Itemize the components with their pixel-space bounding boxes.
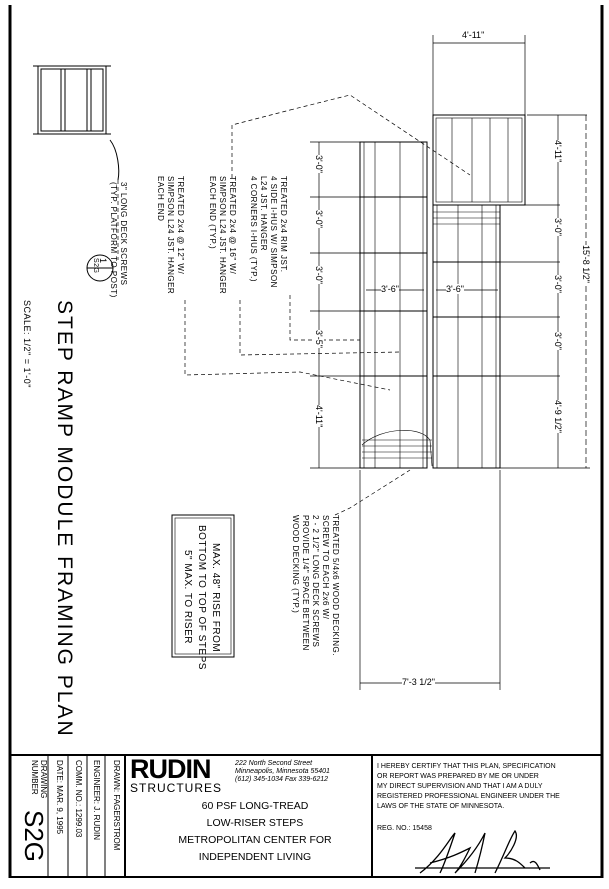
plan-left-column bbox=[359, 141, 428, 469]
note-line: TREATED 2x4 @ 12" W/ bbox=[176, 176, 185, 275]
note-line: BOTTOM TO TOP OF STEPS bbox=[196, 525, 207, 670]
certification-line: OR REPORT WAS PREPARED BY ME OR UNDER bbox=[377, 773, 539, 780]
platform-detail bbox=[33, 65, 120, 181]
dim-left: 4'-11" bbox=[314, 405, 324, 428]
dim-left: 3'-0" bbox=[314, 266, 324, 284]
drawing-number-cell: DRAWING NUMBER S2G bbox=[12, 756, 49, 877]
dim-middle: 3'-6" bbox=[381, 284, 399, 294]
certification-line: REGISTERED PROFESSIONAL ENGINEER UNDER T… bbox=[377, 793, 560, 800]
engineer-certification: I HEREBY CERTIFY THAT THIS PLAN, SPECIFI… bbox=[377, 762, 560, 812]
note-line: 4 SIDE I-HUS W/ SIMPSON bbox=[269, 176, 278, 288]
note-line: MAX. 48" RISE FROM bbox=[210, 542, 221, 653]
dim-left: 3'-5" bbox=[314, 330, 324, 348]
dim-right: 3'-0" bbox=[553, 218, 563, 236]
address-line: 222 North Second Street bbox=[235, 760, 313, 767]
note-max-rise: MAX. 48" RISE FROM BOTTOM TO TOP OF STEP… bbox=[180, 525, 222, 670]
drawing-number-label: DRAWING NUMBER bbox=[30, 760, 48, 799]
dim-right: 4'-11" bbox=[553, 140, 563, 163]
address-line: Minneapolis, Minnesota 55401 bbox=[235, 768, 330, 775]
decking-arc bbox=[361, 430, 433, 467]
dim-right: 4'-9 1/2" bbox=[553, 400, 563, 433]
dim-left: 3'-0" bbox=[314, 155, 324, 173]
dim-bottom: 7'-3 1/2" bbox=[402, 677, 435, 687]
project-line: METROPOLITAN CENTER FOR bbox=[178, 834, 332, 846]
dim-overall: 15'-8 1/2" bbox=[581, 245, 591, 283]
max-rise-note-box bbox=[171, 514, 235, 658]
registration-number: REG. NO.: 15458 bbox=[377, 825, 432, 832]
note-joist-12: TREATED 2x4 @ 12" W/ SIMPSON L24 JST. HA… bbox=[155, 176, 185, 294]
detail-callout-sheet: S2G bbox=[92, 258, 99, 274]
project-line: LOW-RISER STEPS bbox=[206, 817, 304, 829]
certification-line: MY DIRECT SUPERVISION AND THAT I AM A DU… bbox=[377, 783, 543, 790]
drawing-scale: SCALE: 1/2" = 1'-0" bbox=[22, 300, 32, 388]
dim-top: 4'-11" bbox=[462, 30, 485, 40]
note-rim-joist: TREATED 2x4 RIM JST. 4 SIDE I-HUS W/ SIM… bbox=[248, 176, 288, 288]
note-line: (TYP. PLATFORM TO POST) bbox=[109, 182, 118, 298]
comm-no-cell: COMM. NO.: 1299.03 bbox=[74, 760, 83, 838]
dimension-lines bbox=[310, 35, 590, 690]
engineer-cell: ENGINEER: J. RUDIN bbox=[92, 760, 101, 841]
note-line: 5" MAX. TO RISER bbox=[182, 550, 193, 645]
detail-callout-number: 1 bbox=[98, 258, 108, 264]
company-logo: RUDIN bbox=[130, 754, 211, 784]
note-line: L24 JST. HANGER bbox=[259, 176, 268, 252]
project-title: 60 PSF LONG-TREAD LOW-RISER STEPS METROP… bbox=[150, 798, 360, 866]
leader-lines bbox=[117, 94, 471, 516]
drawn-cell: DRAWN: FAGERSTROM bbox=[112, 760, 121, 851]
dim-left: 3'-0" bbox=[314, 210, 324, 228]
note-decking: TREATED 5/4x6 WOOD DECKING. SCREW TO EAC… bbox=[290, 515, 340, 656]
note-line: EACH END (TYP.) bbox=[208, 176, 217, 250]
note-line: 3" LONG DECK SCREWS bbox=[119, 182, 128, 286]
note-deck-screws: 3" LONG DECK SCREWS (TYP. PLATFORM TO PO… bbox=[108, 182, 128, 298]
dim-middle: 3'-6" bbox=[446, 284, 464, 294]
note-line: WOOD DECKING (TYP.) bbox=[291, 515, 300, 614]
company-address: 222 North Second Street Minneapolis, Min… bbox=[235, 760, 330, 784]
project-line: INDEPENDENT LIVING bbox=[198, 851, 312, 863]
note-line: TREATED 2x4 RIM JST. bbox=[279, 176, 288, 273]
certification-line: LAWS OF THE STATE OF MINNESOTA. bbox=[377, 803, 505, 810]
note-line: EACH END bbox=[156, 176, 165, 222]
engineer-signature bbox=[415, 829, 550, 874]
note-line: TREATED 2x4 @ 16" W/ bbox=[228, 176, 237, 275]
certification-line: I HEREBY CERTIFY THAT THIS PLAN, SPECIFI… bbox=[377, 763, 556, 770]
note-line: SCREW TO EACH 2x6 W/ bbox=[321, 515, 330, 620]
drawing-number: S2G bbox=[19, 810, 49, 863]
dim-right: 3'-0" bbox=[553, 332, 563, 350]
address-line: (612) 345-1034 Fax 339-6212 bbox=[235, 776, 329, 783]
note-joist-16: TREATED 2x4 @ 16" W/ SIMPSON L24 JST. HA… bbox=[207, 176, 237, 294]
note-line: 4 CORNERS I-HUS (TYP.) bbox=[249, 176, 258, 282]
note-line: PROVIDE 1/4" SPACE BETWEEN bbox=[301, 515, 310, 651]
plan-right-column bbox=[432, 114, 526, 469]
dim-right: 3'-0" bbox=[553, 275, 563, 293]
drawing-title: STEP RAMP MODULE FRAMING PLAN bbox=[53, 300, 76, 738]
note-line: SIMPSON L24 JST. HANGER bbox=[218, 176, 227, 295]
project-line: 60 PSF LONG-TREAD bbox=[201, 800, 309, 812]
company-subtitle: STRUCTURES bbox=[130, 781, 223, 795]
note-line: 2 - 2 1/2" LONG DECK SCREWS bbox=[311, 515, 320, 648]
note-line: SIMPSON L24 JST. HANGER bbox=[166, 176, 175, 295]
date-cell: DATE: MAR. 9, 1995 bbox=[55, 760, 64, 835]
note-line: TREATED 5/4x6 WOOD DECKING. bbox=[331, 515, 340, 656]
